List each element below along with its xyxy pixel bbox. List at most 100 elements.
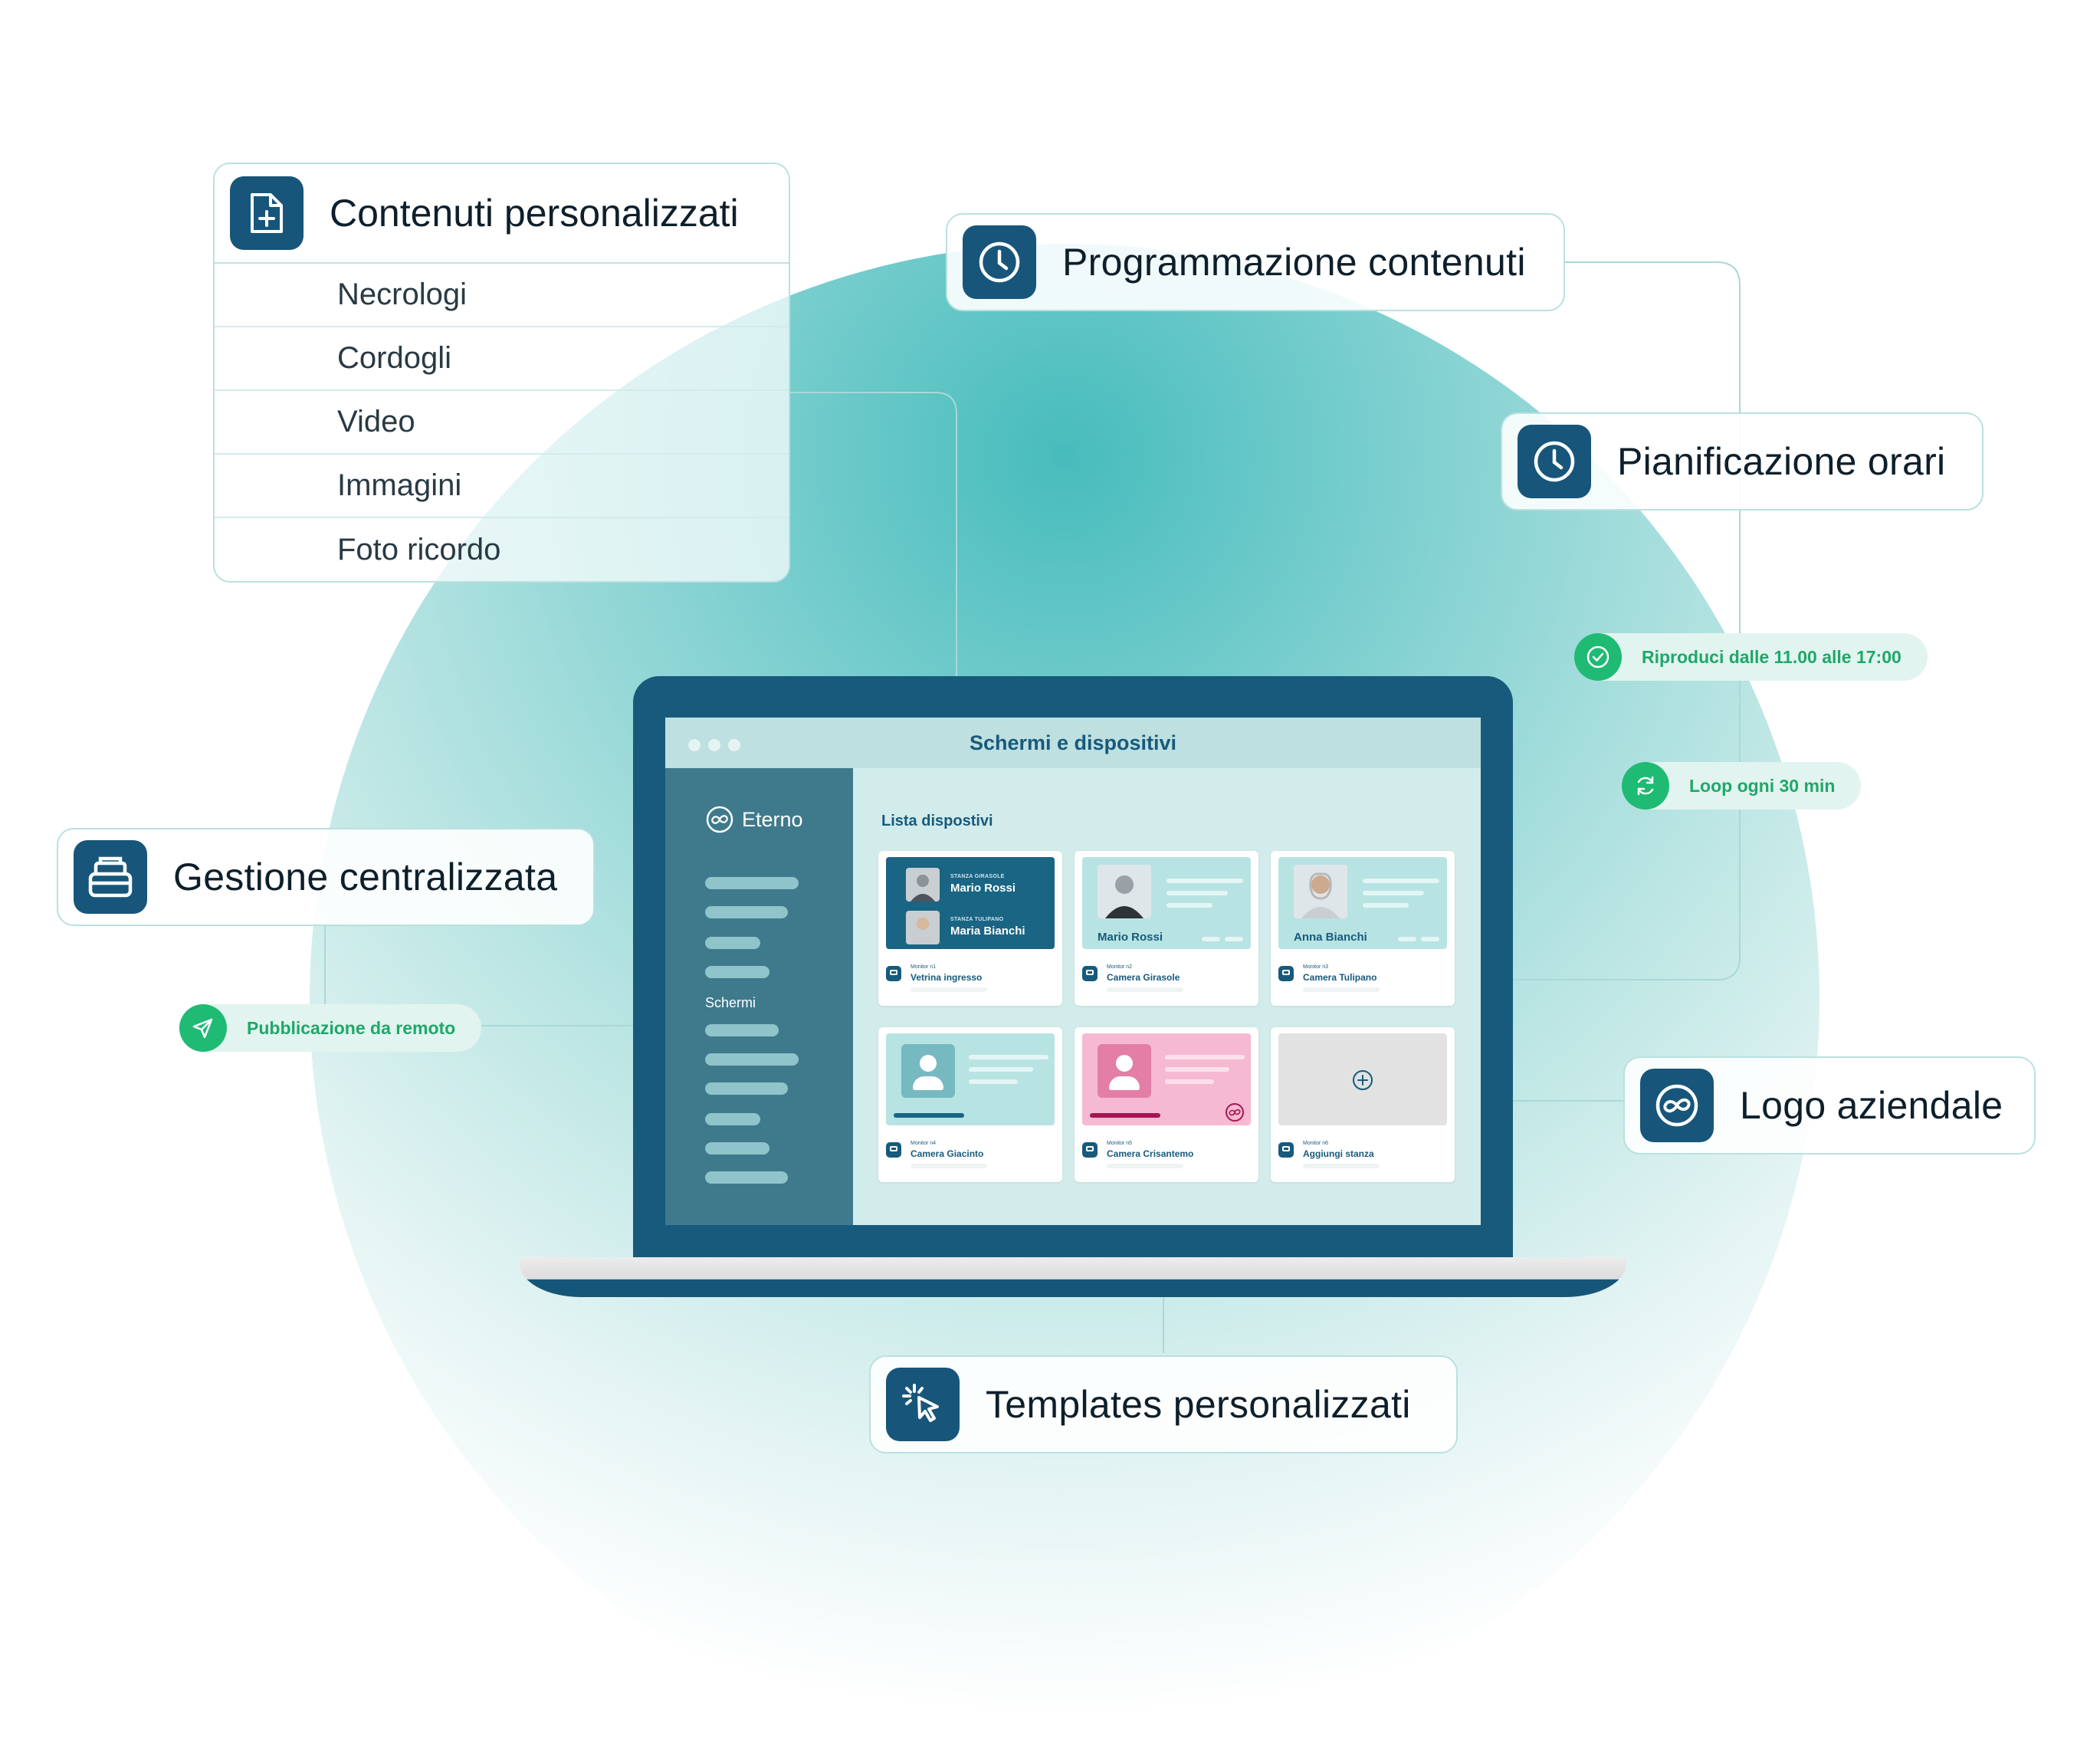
sidebar-item-schermi[interactable]: Schermi [705, 995, 756, 1010]
check-circle-icon [1574, 633, 1622, 681]
programmazione-contenuti-card: Programmazione contenuti [946, 213, 1565, 311]
device-label: Camera Tulipano [1303, 972, 1377, 983]
placeholder-line [1107, 1164, 1183, 1168]
add-room-label[interactable]: Aggiungi stanza [1303, 1148, 1374, 1159]
sidebar: Eterno Schermi [665, 768, 853, 1225]
monitor-icon [1278, 1142, 1294, 1158]
window-titlebar: Schermi e dispositivi [665, 718, 1481, 768]
monitor-label: Monitor n6 [1303, 1141, 1329, 1146]
sidebar-item[interactable] [705, 1082, 788, 1095]
avatar-placeholder-icon [901, 1044, 955, 1098]
sidebar-item[interactable] [705, 1113, 760, 1125]
window-controls[interactable] [688, 739, 740, 751]
sidebar-item[interactable] [705, 966, 769, 978]
monitor-label: Monitor n4 [911, 1141, 937, 1146]
cursor-click-icon [886, 1368, 960, 1441]
placeholder-line [1107, 987, 1183, 992]
placeholder-line [969, 1067, 1033, 1072]
device-card[interactable]: Anna Bianchi Monitor n3 Camera Tulipano [1271, 851, 1455, 1006]
device-preview: STANZA GIRASOLE Mario Rossi STANZA TULIP… [886, 857, 1055, 949]
brand-logo[interactable]: Eterno [705, 805, 803, 834]
riproduci-text: Riproduci dalle 11.00 alle 17:00 [1642, 646, 1901, 667]
person-photo [1098, 865, 1151, 918]
placeholder-line [1398, 937, 1416, 941]
sidebar-item[interactable] [705, 1171, 788, 1184]
placeholder-line [1202, 937, 1220, 941]
list-item[interactable]: Video [215, 391, 789, 455]
placeholder-line [1421, 937, 1439, 941]
contenuti-personalizzati-panel: Contenuti personalizzati Necrologi Cordo… [213, 163, 790, 583]
placeholder-line [1363, 903, 1409, 908]
device-preview [886, 1033, 1055, 1125]
contenuti-title: Contenuti personalizzati [330, 192, 739, 235]
device-label: Camera Girasole [1107, 972, 1180, 983]
monitor-label: Monitor n2 [1107, 964, 1133, 970]
placeholder-line [1303, 987, 1380, 992]
brand-name: Eterno [742, 807, 803, 831]
person-photo [906, 868, 940, 902]
device-card[interactable]: Monitor n6 Aggiungi stanza [1271, 1027, 1455, 1182]
eterno-logo-icon [706, 806, 733, 833]
eterno-logo-icon [1640, 1069, 1714, 1142]
device-card[interactable]: STANZA GIRASOLE Mario Rossi STANZA TULIP… [878, 851, 1062, 1006]
placeholder-line [1363, 879, 1439, 883]
gestione-title: Gestione centralizzata [173, 856, 558, 898]
inbox-icon [74, 840, 147, 914]
person-photo [1294, 865, 1347, 918]
list-item[interactable]: Immagini [215, 455, 789, 518]
loop-text: Loop ogni 30 min [1689, 775, 1836, 796]
placeholder-line [969, 1055, 1048, 1059]
list-item[interactable]: Foto ricordo [337, 533, 501, 567]
sidebar-item[interactable] [705, 906, 788, 918]
contenuti-header: Contenuti personalizzati [215, 164, 789, 264]
device-label: Vetrina ingresso [911, 972, 983, 983]
app-window: Schermi e dispositivi Eterno Schermi Lis… [665, 718, 1481, 1225]
person-name: Anna Bianchi [1294, 931, 1367, 944]
pianificazione-title: Pianificazione orari [1617, 440, 1946, 483]
riproduci-pill: Riproduci dalle 11.00 alle 17:00 [1574, 633, 1928, 681]
person-name: Maria Bianchi [950, 925, 1025, 938]
clock-icon [1518, 425, 1591, 498]
sidebar-item[interactable] [705, 1024, 779, 1036]
gestione-centralizzata-card: Gestione centralizzata [57, 828, 595, 926]
placeholder-line [1090, 1113, 1160, 1118]
device-preview [1082, 1033, 1251, 1125]
placeholder-line [1166, 903, 1212, 908]
device-card[interactable]: Monitor n5 Camera Crisantemo [1075, 1027, 1258, 1182]
monitor-icon [886, 966, 901, 981]
device-card[interactable]: Monitor n4 Camera Giacinto [878, 1027, 1062, 1182]
templates-title: Templates personalizzati [986, 1383, 1411, 1426]
placeholder-line [894, 1113, 964, 1118]
list-item[interactable]: Necrologi [215, 264, 789, 327]
monitor-label: Monitor n3 [1303, 964, 1329, 970]
monitor-label: Monitor n5 [1107, 1141, 1133, 1146]
placeholder-line [1166, 891, 1228, 895]
clock-icon [963, 225, 1036, 299]
sidebar-item[interactable] [705, 937, 760, 949]
pubblicazione-text: Pubblicazione da remoto [247, 1017, 456, 1038]
sidebar-item[interactable] [705, 1053, 799, 1066]
laptop-base [520, 1257, 1626, 1297]
placeholder-line [1166, 879, 1243, 883]
device-preview: Anna Bianchi [1278, 857, 1447, 949]
send-icon [179, 1004, 227, 1052]
placeholder-line [1363, 891, 1424, 895]
device-label: Camera Giacinto [911, 1148, 984, 1159]
eterno-logo-icon [1226, 1103, 1244, 1122]
list-item[interactable]: Cordogli [215, 327, 789, 391]
placeholder-line [1303, 1164, 1380, 1168]
device-label: Camera Crisantemo [1107, 1148, 1194, 1159]
room-label: STANZA TULIPANO [950, 917, 1004, 922]
add-circle-icon[interactable] [1351, 1069, 1374, 1092]
logo-aziendale-card: Logo aziendale [1623, 1056, 2036, 1155]
templates-personalizzati-card: Templates personalizzati [869, 1355, 1458, 1453]
device-card[interactable]: Mario Rossi Monitor n2 Camera Girasole [1075, 851, 1258, 1006]
loop-pill: Loop ogni 30 min [1622, 762, 1862, 810]
device-preview [1278, 1033, 1447, 1125]
monitor-icon [1278, 966, 1294, 981]
sidebar-item[interactable] [705, 877, 799, 889]
person-photo [906, 911, 940, 944]
monitor-icon [886, 1142, 901, 1158]
sidebar-item[interactable] [705, 1142, 769, 1155]
avatar-placeholder-icon [1098, 1044, 1151, 1098]
